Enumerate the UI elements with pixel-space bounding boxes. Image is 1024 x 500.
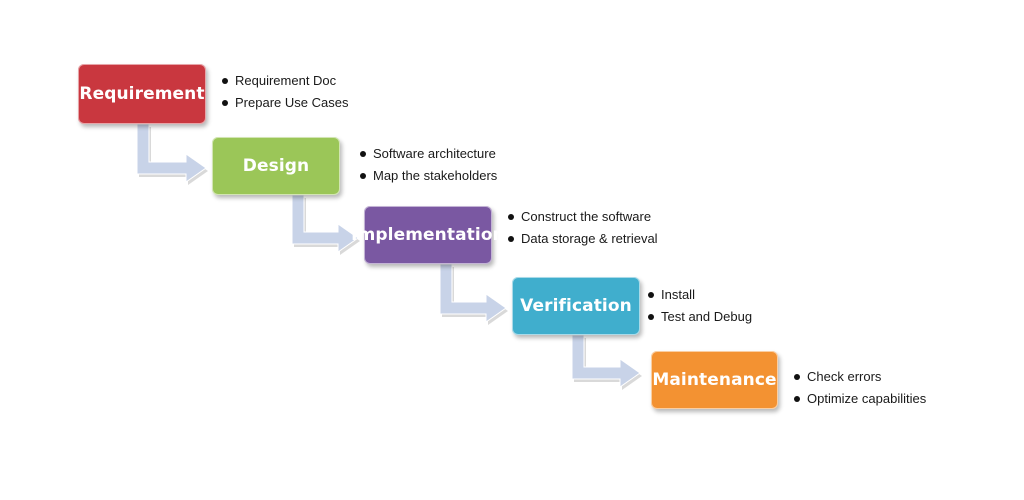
- bullet-item: Construct the software: [508, 206, 658, 228]
- verification-details: Install Test and Debug: [648, 284, 752, 328]
- connector-arrow-4: [571, 334, 641, 388]
- implementation-details: Construct the software Data storage & re…: [508, 206, 658, 250]
- stage-verification: Verification: [512, 277, 640, 335]
- bullet-item: Map the stakeholders: [360, 165, 497, 187]
- stage-maintenance: Maintenance: [651, 351, 778, 409]
- bullet-item: Check errors: [794, 366, 926, 388]
- bullet-item: Data storage & retrieval: [508, 228, 658, 250]
- requirement-details: Requirement Doc Prepare Use Cases: [222, 70, 348, 114]
- bullet-item: Requirement Doc: [222, 70, 348, 92]
- connector-arrow-2: [291, 194, 359, 253]
- bullet-item: Prepare Use Cases: [222, 92, 348, 114]
- maintenance-details: Check errors Optimize capabilities: [794, 366, 926, 410]
- stage-implementation: Implementation: [351, 206, 505, 264]
- stage-design: Design: [212, 137, 340, 195]
- connector-arrow-1: [136, 123, 207, 183]
- stage-requirement: Requirement: [78, 64, 206, 124]
- design-details: Software architecture Map the stakeholde…: [360, 143, 497, 187]
- connector-arrow-3: [439, 263, 507, 323]
- bullet-item: Optimize capabilities: [794, 388, 926, 410]
- bullet-item: Install: [648, 284, 752, 306]
- bullet-item: Software architecture: [360, 143, 497, 165]
- bullet-item: Test and Debug: [648, 306, 752, 328]
